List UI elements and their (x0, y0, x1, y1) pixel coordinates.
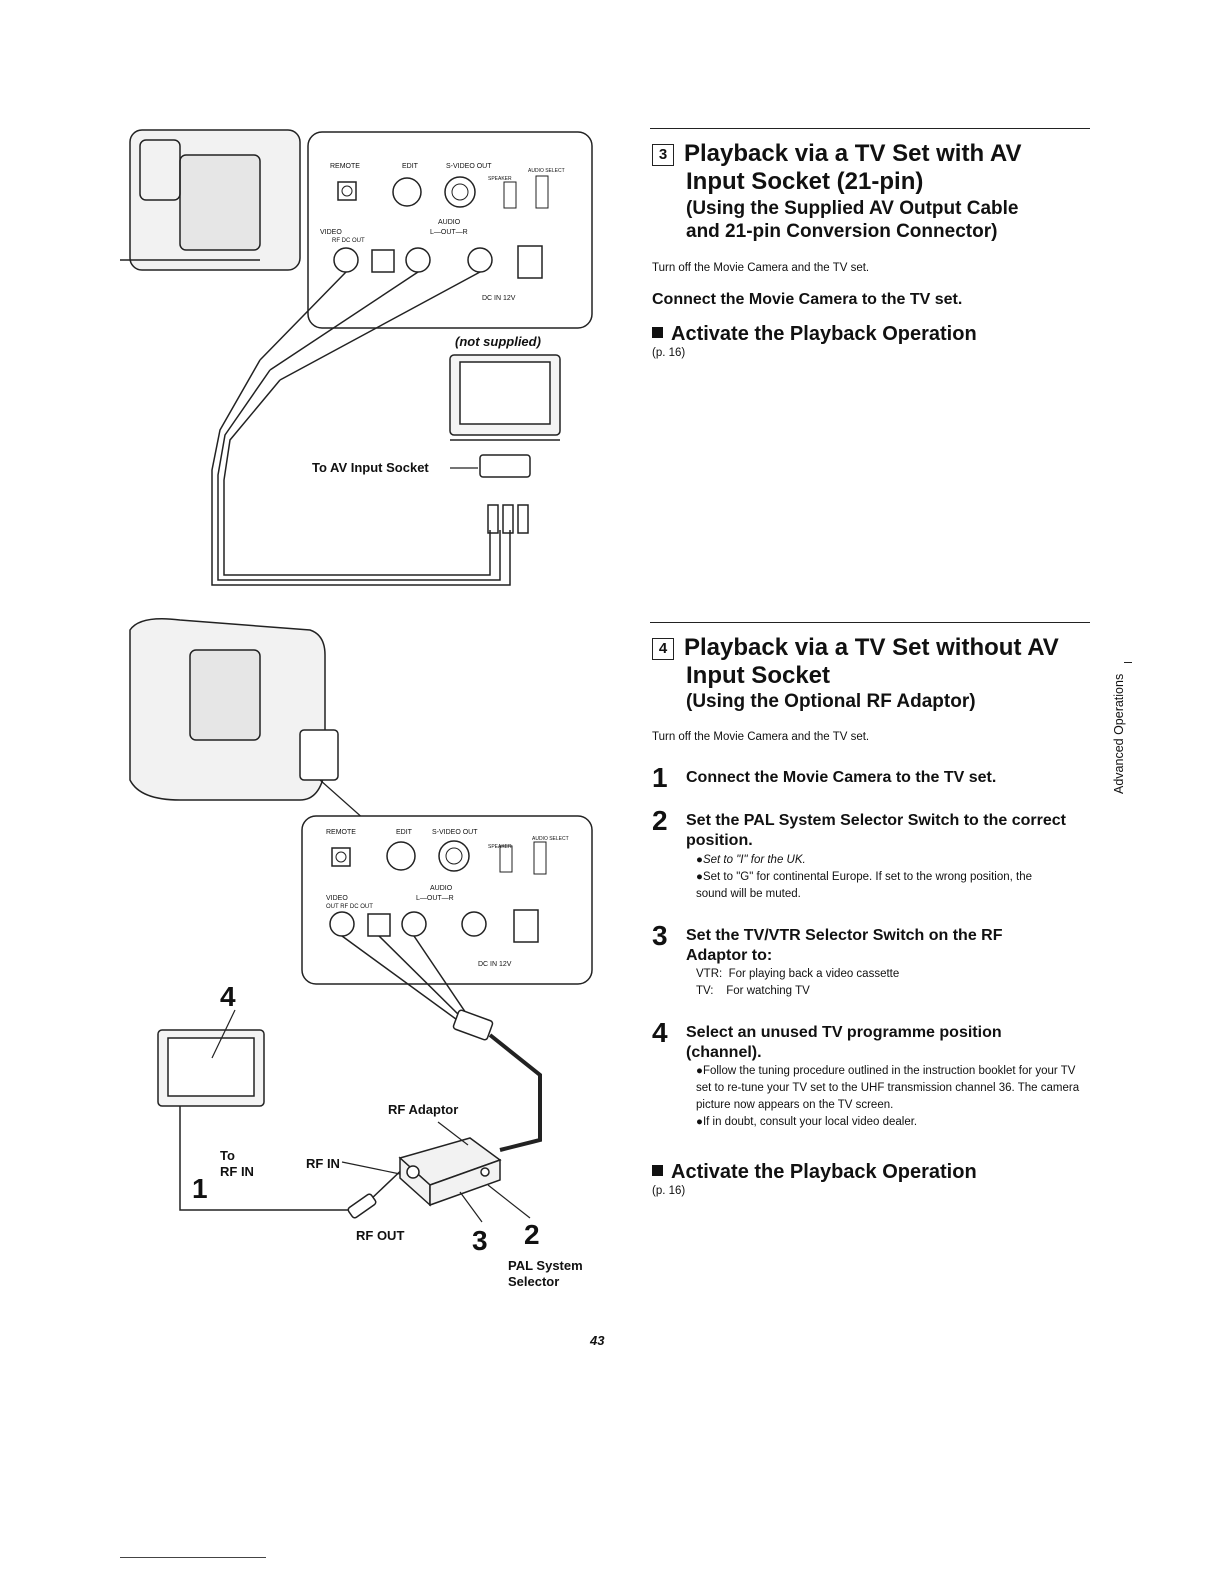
label-l-out-r-2: L—OUT—R (416, 895, 454, 902)
rf-out-plug-icon (347, 1193, 377, 1219)
label-remote-2: REMOTE (326, 829, 356, 836)
dc-in-jack-icon-2 (513, 909, 539, 943)
label-audio-2: AUDIO (430, 885, 453, 892)
speaker-switch-icon (503, 181, 517, 209)
side-tab-label: Advanced Operations (1112, 673, 1126, 794)
audio-r-jack-icon-2 (461, 911, 487, 937)
label-l-out-r: L—OUT—R (430, 229, 468, 236)
rf-in-target-label: RF IN (220, 1164, 254, 1179)
callout-3: 3 (472, 1225, 488, 1256)
label-dc-in: DC IN 12V (482, 295, 516, 302)
av-cable-lines (211, 271, 511, 586)
section4-rule (650, 622, 1090, 623)
edit-jack-icon (392, 177, 422, 207)
rf-plug-icon (452, 1009, 494, 1041)
bottom-connector-panel: REMOTE EDIT S-VIDEO OUT AUDIO SELECT SPE… (301, 815, 593, 985)
callout-2: 2 (524, 1219, 540, 1250)
label-edit: EDIT (402, 163, 419, 170)
top-connector-panel: REMOTE EDIT S-VIDEO OUT AUDIO SELECT SPE… (307, 131, 593, 329)
label-audio-select: AUDIO SELECT (528, 168, 565, 174)
bullet-square-icon (652, 327, 663, 338)
side-tab-tick (1124, 662, 1132, 663)
section4-subtitle: (Using the Optional RF Adaptor) (686, 691, 976, 712)
audio-select-switch-icon (535, 175, 549, 209)
label-rf-dc-out-2: OUT RF DC OUT (326, 904, 373, 910)
section3-rule (650, 128, 1090, 129)
tv-set-bottom-icon (157, 1029, 265, 1107)
to-label: To (220, 1148, 235, 1163)
section4-number: 4 (652, 638, 674, 660)
page-number: 43 (590, 1333, 605, 1348)
bullet-square-icon (652, 1165, 663, 1176)
callout-4: 4 (220, 981, 236, 1012)
section3-subtitle: (Using the Supplied AV Output Cable and … (686, 198, 1019, 242)
footer-line (120, 1557, 266, 1558)
section3-number: 3 (652, 144, 674, 166)
svideo-jack-icon (444, 176, 476, 208)
dc-in-jack-icon (517, 245, 543, 279)
not-supplied-label: (not supplied) (455, 334, 541, 349)
section3-instruction: Connect the Movie Camera to the TV set. (652, 291, 963, 308)
section4-activate-heading: Activate the Playback Operation (652, 1160, 977, 1184)
remote-jack-icon-2 (331, 847, 351, 867)
section4-note: Turn off the Movie Camera and the TV set… (652, 731, 870, 743)
callout-1: 1 (192, 1173, 208, 1204)
section4-page-ref: (p. 16) (652, 1185, 686, 1197)
label-video-2: VIDEO (326, 895, 348, 902)
label-svideo-out: S-VIDEO OUT (446, 163, 492, 170)
label-dc-in-2: DC IN 12V (478, 961, 512, 968)
connection-diagram: REMOTE EDIT S-VIDEO OUT AUDIO SELECT SPE… (120, 129, 593, 1289)
label-svideo-out-2: S-VIDEO OUT (432, 829, 478, 836)
svideo-jack-icon-2 (438, 840, 470, 872)
section3-activate-heading: Activate the Playback Operation (652, 322, 977, 346)
rf-adaptor-icon (398, 1137, 502, 1207)
audio-select-switch-icon-2 (533, 841, 547, 875)
remote-jack-icon (337, 181, 357, 201)
section3-note: Turn off the Movie Camera and the TV set… (652, 262, 870, 274)
camcorder-top-illustration (120, 129, 301, 271)
rf-out-label: RF OUT (356, 1228, 404, 1243)
label-edit-2: EDIT (396, 829, 413, 836)
edit-jack-icon-2 (386, 841, 416, 871)
selector-label: Selector (508, 1274, 559, 1289)
tv-set-top-icon (449, 354, 561, 441)
pal-system-label: PAL System (508, 1258, 583, 1273)
label-rf-dc-out: RF DC OUT (332, 238, 365, 244)
camcorder-bottom-illustration (129, 618, 339, 801)
label-speaker: SPEAKER (488, 176, 512, 182)
rf-in-label: RF IN (306, 1156, 340, 1171)
rf-adaptor-label: RF Adaptor (388, 1102, 458, 1117)
label-audio: AUDIO (438, 219, 461, 226)
speaker-switch-icon-2 (499, 845, 513, 873)
label-remote: REMOTE (330, 163, 360, 170)
scart-connector-icon (479, 454, 531, 534)
label-video: VIDEO (320, 229, 342, 236)
section3-page-ref: (p. 16) (652, 347, 686, 359)
label-audio-select-2: AUDIO SELECT (532, 836, 569, 842)
rf-dc-out-jack-icon (371, 249, 395, 273)
to-av-input-label: To AV Input Socket (312, 460, 429, 475)
